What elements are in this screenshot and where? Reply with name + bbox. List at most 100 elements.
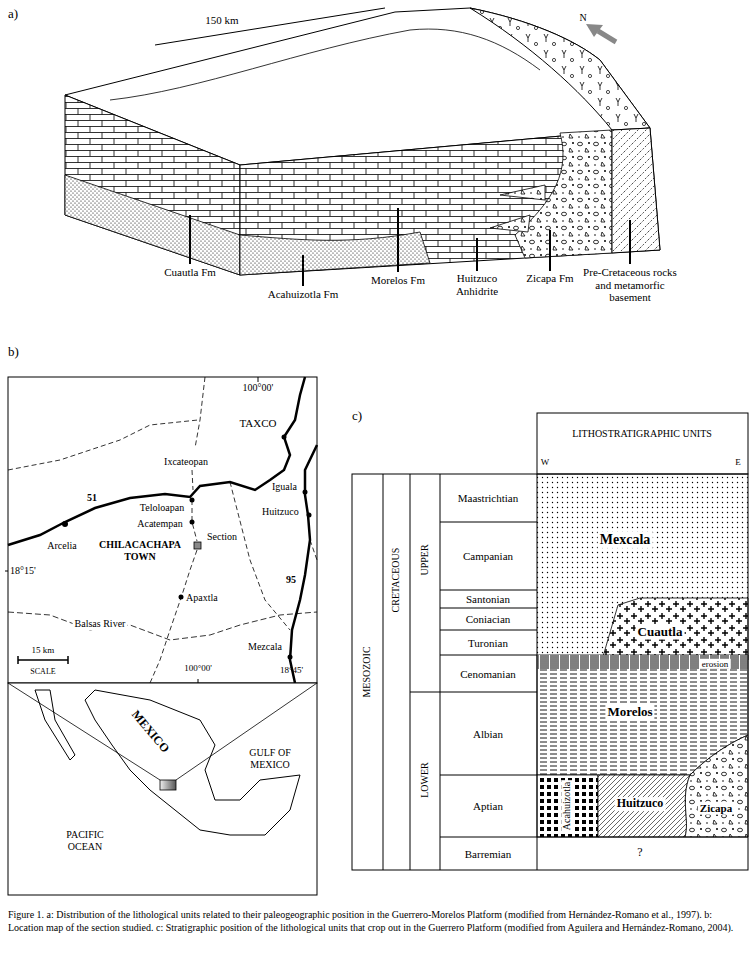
figure-label: Pre-Cretaceous rocks and metamorfic base… <box>577 266 683 304</box>
block-diagram-part <box>240 232 430 275</box>
stratigraphic-chart-part <box>537 413 748 474</box>
figure-label: W <box>541 457 550 467</box>
stratigraphic-chart-part <box>537 655 748 669</box>
figure-label: Zicapa Fm <box>526 272 573 285</box>
figure-label: Coniacian <box>466 613 511 626</box>
stratigraphic-chart-part <box>598 775 690 837</box>
mexico-inset-part <box>8 683 317 895</box>
block-diagram-part <box>586 24 603 37</box>
block-diagram-part <box>155 8 385 45</box>
figure-label: SCALE <box>30 667 55 676</box>
stratigraphic-chart-part <box>685 735 748 837</box>
figure-label: Huitzuco <box>262 506 299 518</box>
location-map-part <box>8 377 317 683</box>
block-diagram-part <box>190 208 630 286</box>
stratigraphic-chart-part <box>537 775 598 837</box>
location-map <box>5 377 317 683</box>
figure-label: MEXICO <box>127 707 173 758</box>
figure-label: Maastrichtian <box>458 492 518 505</box>
location-map-part <box>18 656 68 664</box>
figure-label: 15 km <box>32 645 55 655</box>
figure-label: Campanian <box>463 550 513 563</box>
figure-label: Zicapa <box>698 802 734 815</box>
stratigraphic-chart-part <box>410 522 748 837</box>
location-map-part <box>288 655 293 660</box>
figure-label: LOWER <box>419 762 431 798</box>
figure-label: CHILACACHAPA TOWN <box>90 539 190 562</box>
figure-label: Teloloapan <box>140 502 184 514</box>
location-map-part <box>8 377 317 683</box>
location-map-part <box>190 520 195 525</box>
location-map-part <box>303 490 308 495</box>
figure-label: Huitzuco <box>615 797 666 811</box>
mexico-inset-part <box>160 780 176 790</box>
mexico-inset-part <box>35 690 75 760</box>
figure-label: Huitzuco Anhidrite <box>441 272 513 297</box>
figure-label: Barremian <box>465 847 511 860</box>
block-diagram-part <box>240 128 660 275</box>
figure-label: b) <box>8 345 19 360</box>
location-map-part <box>307 513 312 518</box>
block-diagram-part <box>612 128 660 253</box>
figure-label: N <box>579 12 586 24</box>
block-diagram-part <box>65 175 240 275</box>
figure-label: Acahuizotla Fm <box>268 288 339 301</box>
figure-label: Balsas River <box>73 618 128 630</box>
stratigraphic-chart <box>352 413 748 870</box>
block-diagram-part <box>470 8 650 130</box>
figure-caption: Figure 1. a: Distribution of the litholo… <box>8 908 742 934</box>
location-map-part <box>8 612 317 640</box>
location-map-part <box>179 595 184 600</box>
figure-label: E <box>735 457 741 467</box>
location-map-part <box>8 377 305 545</box>
figure-label: TAXCO <box>239 417 276 430</box>
figure-label: Section <box>207 531 237 543</box>
figure-label: 18°45' <box>280 665 303 675</box>
location-map-part <box>62 521 68 527</box>
figure-label: a) <box>8 7 18 22</box>
figure-label: Acatempan <box>137 518 183 530</box>
figure-label: Morelos Fm <box>371 274 425 287</box>
figure-label: Santonian <box>466 593 510 606</box>
figure-label: Mezcala <box>248 641 282 653</box>
figure-label: Arcelia <box>47 540 76 552</box>
stratigraphic-chart-part <box>602 598 748 660</box>
figure-label: Mexcala <box>598 532 653 548</box>
figure-label: 150 km <box>205 14 238 27</box>
figure-label: 18°15' <box>10 565 36 577</box>
figure-label: Cenomanian <box>460 667 516 680</box>
figure-label: LITHOSTRATIGRAPHIC UNITS <box>572 428 712 440</box>
figure-label: Apaxtla <box>186 592 218 604</box>
location-map-part <box>5 377 258 683</box>
figure-label: Cuautla <box>636 625 685 640</box>
block-diagram-part <box>598 31 616 42</box>
block-diagram-part <box>110 29 540 100</box>
location-map-part <box>194 542 201 549</box>
figure-label: Aptian <box>473 800 503 813</box>
location-map-part <box>282 435 287 440</box>
block-diagram-part <box>490 185 545 232</box>
figure-label: Iguala <box>272 481 297 493</box>
figure-label: 100°00' <box>243 382 274 394</box>
figure-label: c) <box>352 409 362 424</box>
figure-label: GULF OF MEXICO <box>232 747 308 770</box>
figure-label: Albian <box>473 727 503 740</box>
figure-label: PACIFIC OCEAN <box>49 829 121 852</box>
mexico-inset <box>8 683 317 895</box>
figure-label: Acahuizotla <box>561 780 573 832</box>
figure-label: Turonian <box>468 636 508 649</box>
figure-label: MESOZOIC <box>361 646 373 697</box>
block-diagram-part <box>65 95 240 275</box>
stratigraphic-chart-part <box>352 474 748 870</box>
mexico-inset-part <box>8 683 317 780</box>
figure-label: CRETACEOUS <box>390 548 402 613</box>
figure-label: 100°00' <box>184 663 212 673</box>
figure-label: Ixcateopan <box>164 456 208 468</box>
location-map-part <box>190 498 195 503</box>
stratigraphic-chart-part <box>383 474 537 870</box>
block-diagram <box>65 8 660 286</box>
figure-label: Cuautla Fm <box>164 266 216 279</box>
